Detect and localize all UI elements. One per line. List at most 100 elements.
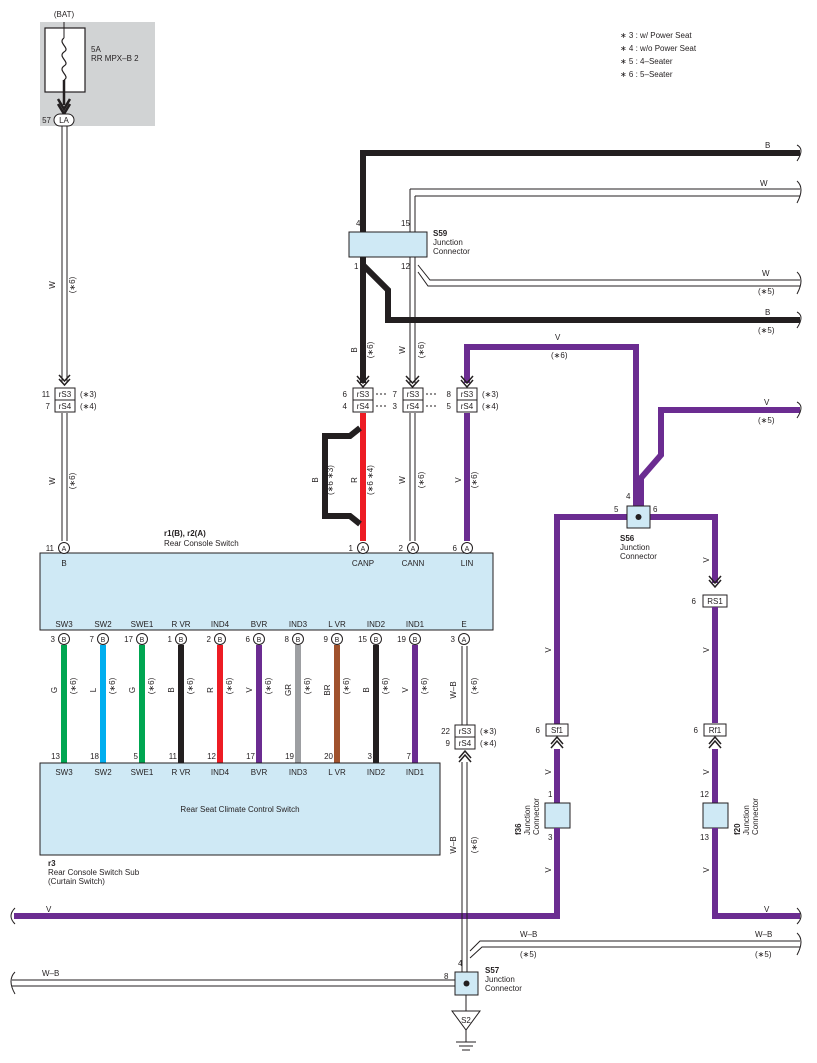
pin-connector: A — [465, 546, 470, 553]
svg-text:22: 22 — [441, 727, 450, 736]
wire-label: G — [50, 687, 59, 693]
wire-label: W — [48, 281, 57, 289]
fuse-rating: 5A — [91, 45, 101, 54]
pin-number: 19 — [285, 752, 294, 761]
pin-connector: B — [140, 637, 145, 644]
svg-text:Rear Console Switch: Rear Console Switch — [164, 539, 239, 548]
s56-junction-connector: 4 5 6 S56 Junction Connector — [614, 492, 658, 561]
svg-text:W: W — [398, 346, 407, 354]
terminal-label: IND1 — [406, 768, 425, 777]
svg-text:4: 4 — [343, 402, 348, 411]
svg-text:3: 3 — [393, 402, 398, 411]
svg-text:(∗6): (∗6) — [470, 836, 479, 853]
svg-text:rS3: rS3 — [357, 390, 370, 399]
svg-text:W–B: W–B — [755, 930, 772, 939]
s57-junction-connector: 4 8 S57 Junction Connector — [444, 959, 522, 996]
pin-connector: B — [335, 637, 340, 644]
r1-pin-b — [58, 542, 70, 554]
terminal-label: R VR — [171, 620, 190, 629]
svg-text:Sf1: Sf1 — [551, 726, 564, 735]
pin-number: 3 — [51, 635, 56, 644]
svg-text:rS4: rS4 — [407, 402, 420, 411]
svg-text:(∗5): (∗5) — [755, 950, 772, 959]
svg-text:B: B — [350, 347, 359, 352]
pin-number: 19 — [397, 635, 406, 644]
pin-number: 3 — [451, 635, 456, 644]
wire-label: BR — [323, 684, 332, 695]
f20-junction-connector: 12 13 f20 Junction Connector — [700, 790, 760, 842]
svg-text:Connector: Connector — [751, 798, 760, 835]
svg-text:6: 6 — [653, 505, 658, 514]
inline-connector-la: rS3 rS4 11 7 (∗3) (∗4) — [42, 387, 97, 413]
svg-text:6: 6 — [694, 726, 699, 735]
svg-text:rS3: rS3 — [461, 390, 474, 399]
svg-text:W–B: W–B — [520, 930, 537, 939]
svg-text:5: 5 — [447, 402, 452, 411]
terminal-label: SW2 — [94, 768, 112, 777]
svg-text:S56: S56 — [620, 534, 635, 543]
r1-pin-ind1 — [409, 633, 421, 645]
svg-text:Connector: Connector — [532, 798, 541, 835]
pin-connector: B — [413, 637, 418, 644]
pin-connector: A — [62, 546, 67, 553]
terminal-label: L VR — [328, 620, 346, 629]
svg-text:12: 12 — [401, 262, 410, 271]
svg-text:8: 8 — [447, 390, 452, 399]
pin-number: 20 — [324, 752, 333, 761]
r1-pin-lin — [461, 542, 473, 554]
wire-note: (∗5) — [758, 326, 775, 335]
pin-number: 9 — [324, 635, 329, 644]
fuse-pin-label: LA — [59, 116, 69, 125]
wire-label: B — [765, 141, 770, 150]
legend-item: ∗ 6 : 5–Seater — [620, 70, 673, 79]
legend-item: ∗ 4 : w/o Power Seat — [620, 44, 697, 53]
s59-junction-connector: 4 15 1 12 S59 Junction Connector — [348, 219, 470, 271]
terminal-label: BVR — [251, 768, 268, 777]
pin-number: 6 — [246, 635, 251, 644]
pin-connector: B — [296, 637, 301, 644]
fuse-icon — [61, 37, 67, 81]
pin-connector: B — [218, 637, 223, 644]
svg-text:(∗6): (∗6) — [470, 471, 479, 488]
wire-note: (∗6) — [264, 677, 273, 694]
wire-label: B — [167, 687, 176, 692]
svg-text:(∗6 ∗4): (∗6 ∗4) — [366, 465, 375, 495]
fuse-name: RR MPX–B 2 — [91, 54, 139, 63]
svg-text:Rear Seat Climate Control Swit: Rear Seat Climate Control Switch — [180, 805, 299, 814]
svg-text:(∗6): (∗6) — [366, 341, 375, 358]
legend-item: ∗ 3 : w/ Power Seat — [620, 31, 692, 40]
pin-connector: A — [361, 546, 366, 553]
terminal-label: B — [61, 559, 66, 568]
r1-pin-sw3 — [58, 633, 70, 645]
svg-text:S57: S57 — [485, 966, 500, 975]
wire-label: W — [762, 269, 770, 278]
svg-text:V: V — [702, 557, 711, 563]
svg-text:7: 7 — [393, 390, 398, 399]
f36-junction-connector: 1 3 f36 Junction Connector — [514, 790, 571, 842]
fuse-pin: 57 — [42, 116, 51, 125]
svg-text:(Curtain Switch): (Curtain Switch) — [48, 877, 105, 886]
svg-text:r1(B), r2(A): r1(B), r2(A) — [164, 529, 206, 538]
svg-text:Connector: Connector — [433, 247, 470, 256]
svg-text:W–B: W–B — [449, 836, 458, 853]
svg-text:rS3: rS3 — [59, 390, 72, 399]
fuse-block: (BAT) 5A RR MPX–B 2 LA 57 — [40, 10, 155, 127]
svg-text:B: B — [311, 477, 320, 482]
svg-text:f20: f20 — [733, 823, 742, 835]
svg-text:Junction: Junction — [523, 805, 532, 835]
r1-pin-sw2 — [97, 633, 109, 645]
wire-note: (∗6) — [69, 677, 78, 694]
terminal-label: IND4 — [211, 768, 230, 777]
inline-connector-rs1: RS1 6 — [692, 594, 728, 608]
svg-text:(∗6): (∗6) — [551, 351, 568, 360]
pin-number: 1 — [168, 635, 173, 644]
svg-text:(∗3): (∗3) — [80, 390, 97, 399]
terminal-label: SW3 — [55, 768, 73, 777]
legend-item: ∗ 5 : 4–Seater — [620, 57, 673, 66]
terminal-label: L VR — [328, 768, 346, 777]
wire-note: (∗6) — [342, 677, 351, 694]
legend: ∗ 3 : w/ Power Seat ∗ 4 : w/o Power Seat… — [620, 31, 697, 79]
wire-label: R — [206, 687, 215, 693]
